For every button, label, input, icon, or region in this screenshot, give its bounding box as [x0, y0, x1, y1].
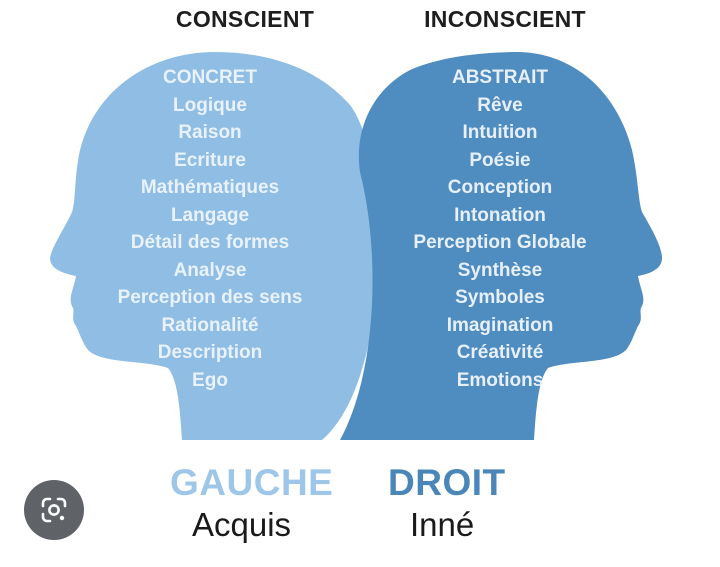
right-side-title: DROIT [388, 462, 506, 503]
left-list-item: Logique [173, 94, 247, 116]
right-list-item: Conception [447, 177, 553, 198]
left-side-title: GAUCHE [170, 462, 334, 503]
google-lens-button[interactable] [24, 480, 84, 540]
left-list-item: Analyse [173, 259, 247, 281]
header-conscient: CONSCIENT [175, 6, 315, 32]
right-side-subtitle: Inné [410, 506, 475, 543]
right-list-item: Symboles [455, 287, 545, 308]
right-head-silhouette [340, 52, 662, 440]
left-brain-list: CONCRET Logique Raison Ecriture Mathémat… [70, 64, 350, 394]
right-list-item: Poésie [469, 149, 531, 171]
right-list-item: Emotions [456, 369, 544, 391]
right-list-item: Créativité [456, 342, 544, 363]
left-list-item: Mathématiques [140, 177, 280, 198]
left-list-item: Description [157, 342, 263, 363]
left-list-item: Détail des formes [130, 232, 290, 253]
header-inconscient: INCONSCIENT [424, 6, 586, 32]
google-lens-icon [41, 497, 67, 523]
right-list-item: Intuition [462, 122, 538, 143]
left-list-item: Perception des sens [117, 287, 303, 308]
left-head-silhouette [50, 52, 379, 440]
right-list-item: Perception Globale [413, 232, 587, 253]
right-list-item: ABSTRAIT [451, 67, 549, 88]
left-list-item: CONCRET [163, 67, 257, 88]
right-list-item: Synthèse [457, 259, 543, 281]
right-brain-list: ABSTRAIT Rêve Intuition Poésie Conceptio… [370, 64, 630, 394]
left-list-item: Raison [178, 122, 242, 143]
left-list-item: Ego [192, 369, 228, 391]
left-list-item: Ecriture [174, 149, 246, 171]
right-list-item: Rêve [477, 94, 523, 116]
left-list-item: Rationalité [161, 314, 259, 336]
left-list-item: Langage [170, 204, 250, 226]
left-side-subtitle: Acquis [192, 506, 292, 543]
right-list-item: Imagination [446, 314, 554, 336]
right-list-item: Intonation [454, 204, 546, 226]
